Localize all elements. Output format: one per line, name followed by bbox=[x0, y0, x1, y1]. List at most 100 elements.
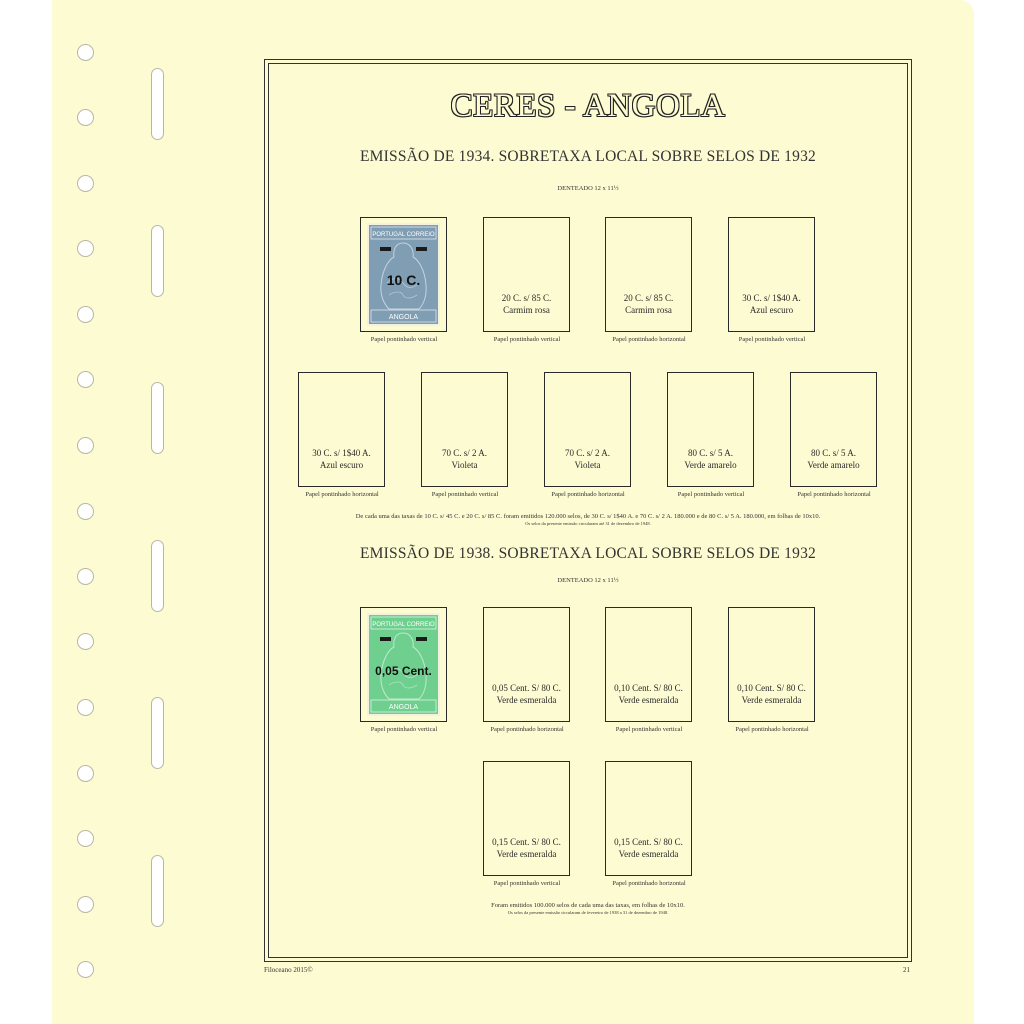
binder-slot bbox=[151, 68, 164, 140]
section-1934-note: De cada uma das taxas de 10 C. s/ 45 C. … bbox=[268, 513, 908, 526]
section-1938-title: EMISSÃO DE 1938. SOBRETAXA LOCAL SOBRE S… bbox=[360, 545, 816, 562]
stamp-paper-caption: Papel pontinhado horizontal bbox=[612, 336, 686, 343]
stamp-paper-caption: Papel pontinhado vertical bbox=[431, 491, 499, 498]
stamp-mount-empty: 0,15 Cent. S/ 80 C.Verde esmeralda bbox=[605, 761, 692, 876]
stamp-paper-caption: Papel pontinhado vertical bbox=[738, 336, 806, 343]
stamp-paper-caption: Papel pontinhado horizontal bbox=[551, 491, 625, 498]
stamp-header-text: PORTUGAL CORREIO bbox=[372, 622, 435, 628]
binder-hole bbox=[77, 109, 94, 126]
stamp-description: 80 C. s/ 5 A.Verde amarelo bbox=[668, 448, 753, 471]
stamp-paper-caption: Papel pontinhado vertical bbox=[493, 880, 561, 887]
binder-slot bbox=[151, 855, 164, 927]
stamp-description: 20 C. s/ 85 C.Carmim rosa bbox=[484, 293, 569, 316]
binder-hole bbox=[77, 44, 94, 61]
binder-hole bbox=[77, 568, 94, 585]
stamp-color: Violeta bbox=[574, 459, 601, 470]
stamp-paper-caption: Papel pontinhado horizontal bbox=[797, 491, 871, 498]
section-1938-note-line-2: Os selos da presente emissão circularam … bbox=[507, 910, 669, 915]
stamp-color: Carmim rosa bbox=[503, 304, 550, 315]
stamp-description: 0,15 Cent. S/ 80 C.Verde esmeralda bbox=[606, 837, 691, 860]
stamp-mount-filled: PORTUGAL CORREIO ANGOLA 10 C. bbox=[360, 217, 447, 332]
stamp-value: 0,15 Cent. S/ 80 C. bbox=[614, 837, 683, 847]
stamp-description: 80 C. s/ 5 A.Verde amarelo bbox=[791, 448, 876, 471]
section-1938-note: Foram emitidos 100.000 selos de cada uma… bbox=[268, 902, 908, 915]
page-title: CERES - ANGOLA bbox=[450, 88, 726, 124]
stamp-value: 30 C. s/ 1$40 A. bbox=[742, 293, 801, 303]
stamp-mount-empty: 20 C. s/ 85 C.Carmim rosa bbox=[605, 217, 692, 332]
section-1934-perforation: DENTEADO 12 x 11½ bbox=[557, 185, 619, 192]
stamp-color: Verde amarelo bbox=[807, 459, 860, 470]
stamp-mount-empty: 30 C. s/ 1$40 A.Azul escuro bbox=[728, 217, 815, 332]
stamp-paper-caption: Papel pontinhado horizontal bbox=[305, 491, 379, 498]
stamp-paper-caption: Papel pontinhado vertical bbox=[370, 726, 438, 733]
stamp-paper-caption: Papel pontinhado vertical bbox=[493, 336, 561, 343]
stamp-mount-empty: 30 C. s/ 1$40 A.Azul escuro bbox=[298, 372, 385, 487]
stamp-mount-empty: 0,10 Cent. S/ 80 C.Verde esmeralda bbox=[728, 607, 815, 722]
binder-hole bbox=[77, 306, 94, 323]
stamp-value: 30 C. s/ 1$40 A. bbox=[312, 448, 371, 458]
stamp-mount-empty: 0,10 Cent. S/ 80 C.Verde esmeralda bbox=[605, 607, 692, 722]
binder-hole bbox=[77, 765, 94, 782]
section-1938-note-line-1: Foram emitidos 100.000 selos de cada uma… bbox=[491, 902, 685, 909]
stamp-mount-empty: 20 C. s/ 85 C.Carmim rosa bbox=[483, 217, 570, 332]
stamp-color: Verde esmeralda bbox=[618, 694, 679, 705]
stamp-mount-empty: 80 C. s/ 5 A.Verde amarelo bbox=[790, 372, 877, 487]
stamp-description: 70 C. s/ 2 A.Violeta bbox=[422, 448, 507, 471]
stamp-description: 70 C. s/ 2 A.Violeta bbox=[545, 448, 630, 471]
stamp-mount-empty: 70 C. s/ 2 A.Violeta bbox=[421, 372, 508, 487]
stamp-paper-caption: Papel pontinhado horizontal bbox=[490, 726, 564, 733]
stamp-description: 0,10 Cent. S/ 80 C.Verde esmeralda bbox=[729, 683, 814, 706]
stamp-header-text: PORTUGAL CORREIO bbox=[372, 232, 435, 238]
binder-hole bbox=[77, 830, 94, 847]
stamp-value: 0,15 Cent. S/ 80 C. bbox=[492, 837, 561, 847]
stamp-description: 30 C. s/ 1$40 A.Azul escuro bbox=[299, 448, 384, 471]
stamp-value: 80 C. s/ 5 A. bbox=[810, 448, 856, 458]
stamp-color: Verde esmeralda bbox=[496, 694, 557, 705]
stamp-value: 0,10 Cent. S/ 80 C. bbox=[737, 683, 806, 693]
stamp-mount-empty: 70 C. s/ 2 A.Violeta bbox=[544, 372, 631, 487]
stamp-paper-caption: Papel pontinhado horizontal bbox=[612, 880, 686, 887]
stamp-description: 0,10 Cent. S/ 80 C.Verde esmeralda bbox=[606, 683, 691, 706]
stamp-color: Verde amarelo bbox=[684, 459, 737, 470]
stamp-mount-empty: 80 C. s/ 5 A.Verde amarelo bbox=[667, 372, 754, 487]
stamp-footer-text: ANGOLA bbox=[389, 704, 419, 711]
page-frame-outer bbox=[264, 59, 912, 962]
stamp-description: 0,15 Cent. S/ 80 C.Verde esmeralda bbox=[484, 837, 569, 860]
section-1934-note-line-2: Os selos da presente emissão circularam … bbox=[525, 521, 651, 526]
stamp-value: 20 C. s/ 85 C. bbox=[623, 293, 674, 303]
stamp-value: 70 C. s/ 2 A. bbox=[441, 448, 487, 458]
stamp-mount-empty: 0,05 Cent. S/ 80 C.Verde esmeralda bbox=[483, 607, 570, 722]
stamp-color: Verde esmeralda bbox=[496, 848, 557, 859]
stamp-overprint-text: 0,05 Cent. bbox=[375, 664, 432, 678]
stamp-description: 20 C. s/ 85 C.Carmim rosa bbox=[606, 293, 691, 316]
binder-slot bbox=[151, 540, 164, 612]
binder-hole bbox=[77, 175, 94, 192]
binder-hole bbox=[77, 961, 94, 978]
stamp-image: PORTUGAL CORREIO ANGOLA 10 C. bbox=[367, 223, 440, 326]
section-1934-title: EMISSÃO DE 1934. SOBRETAXA LOCAL SOBRE S… bbox=[360, 148, 816, 165]
stamp-color: Violeta bbox=[451, 459, 478, 470]
stamp-overprint-text: 10 C. bbox=[387, 272, 420, 288]
binder-hole bbox=[77, 240, 94, 257]
binder-hole bbox=[77, 896, 94, 913]
stamp-value: 20 C. s/ 85 C. bbox=[501, 293, 552, 303]
binder-slot bbox=[151, 225, 164, 297]
stamp-footer-text: ANGOLA bbox=[389, 314, 419, 321]
stamp-paper-caption: Papel pontinhado vertical bbox=[615, 726, 683, 733]
stamp-color: Azul escuro bbox=[319, 459, 364, 470]
page-number: 21 bbox=[903, 966, 910, 974]
stamp-mount-filled: PORTUGAL CORREIO ANGOLA 0,05 Cent. bbox=[360, 607, 447, 722]
stamp-image: PORTUGAL CORREIO ANGOLA 0,05 Cent. bbox=[367, 613, 440, 716]
stamp-paper-caption: Papel pontinhado vertical bbox=[370, 336, 438, 343]
stamp-color: Verde esmeralda bbox=[618, 848, 679, 859]
stamp-description: 0,05 Cent. S/ 80 C.Verde esmeralda bbox=[484, 683, 569, 706]
binder-hole bbox=[77, 503, 94, 520]
page-frame-inner bbox=[268, 63, 908, 958]
stamp-color: Carmim rosa bbox=[625, 304, 672, 315]
stamp-mount-empty: 0,15 Cent. S/ 80 C.Verde esmeralda bbox=[483, 761, 570, 876]
binder-hole bbox=[77, 437, 94, 454]
stamp-value: 80 C. s/ 5 A. bbox=[687, 448, 733, 458]
stamp-color: Azul escuro bbox=[749, 304, 794, 315]
stamp-value: 0,05 Cent. S/ 80 C. bbox=[492, 683, 561, 693]
binder-hole bbox=[77, 371, 94, 388]
